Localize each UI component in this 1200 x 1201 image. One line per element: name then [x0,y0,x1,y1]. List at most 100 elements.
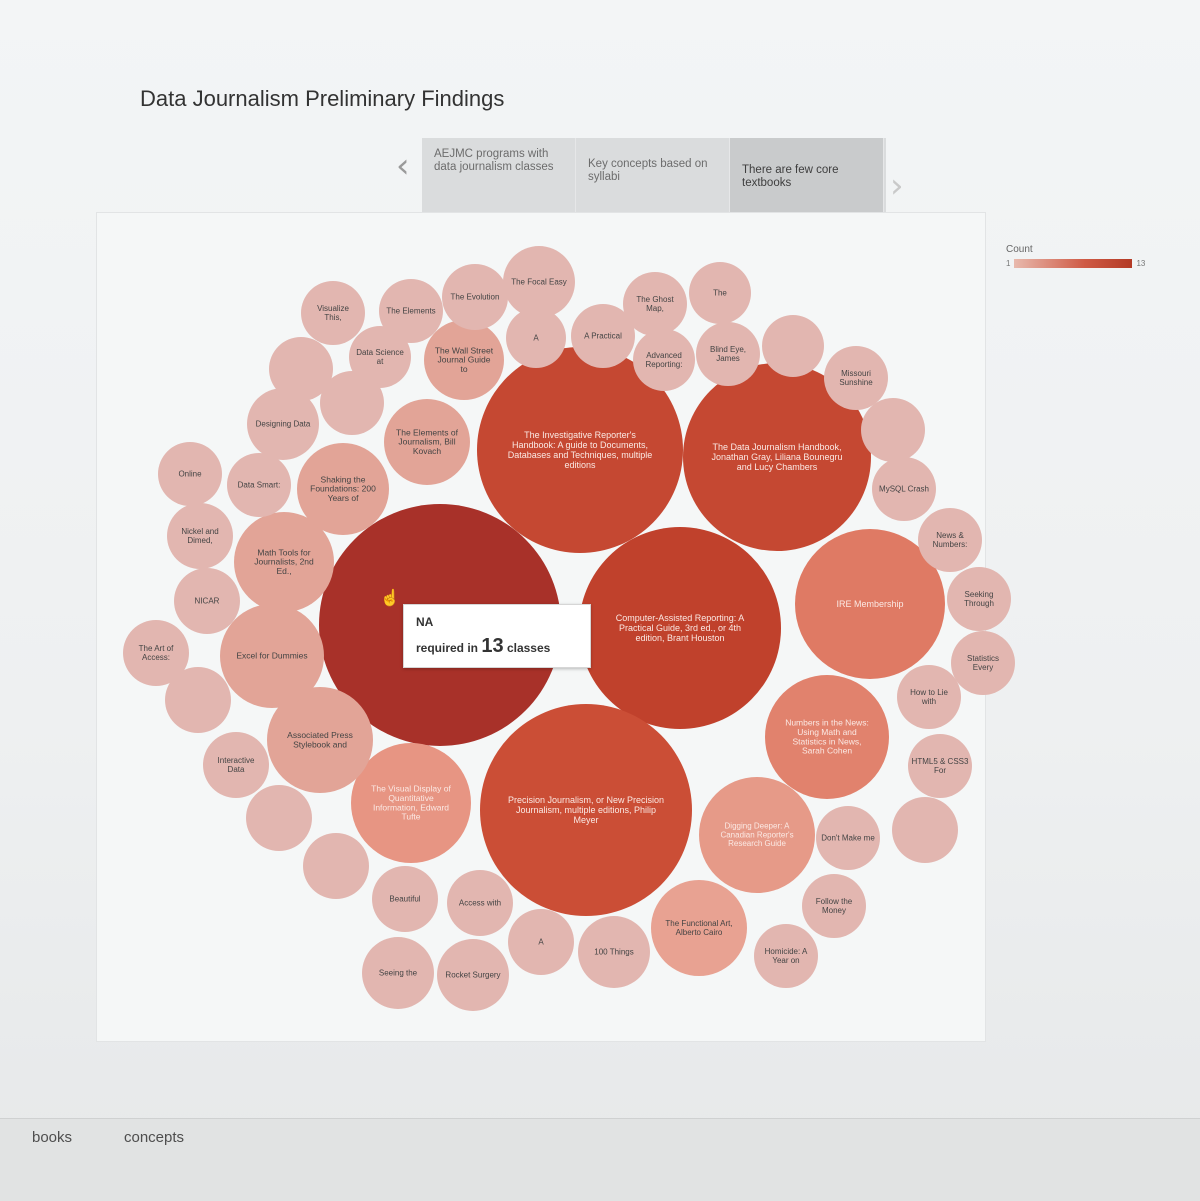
bubble-circle[interactable] [765,675,889,799]
bubble-circle[interactable] [301,281,365,345]
bubble-29[interactable]: News &Numbers: [918,508,982,572]
bubble-circle[interactable] [362,937,434,1009]
bubble-42[interactable]: Rocket Surgery [437,939,509,1011]
bubble-17[interactable]: The Evolution [442,264,508,330]
bubble-circle[interactable] [872,457,936,521]
bubble-circle[interactable] [908,734,972,798]
bubble-circle[interactable] [165,667,231,733]
bubble-circle[interactable] [437,939,509,1011]
bubble-circle[interactable] [246,785,312,851]
step-tab-textbooks[interactable]: There are few core textbooks [730,138,884,212]
bubble-28[interactable]: MySQL Crash [872,457,936,521]
bubble-circle[interactable] [897,665,961,729]
bubble-37[interactable]: 100 Things [578,916,650,988]
bubble-circle[interactable] [174,568,240,634]
bubble-circle[interactable] [754,924,818,988]
bubble-47[interactable]: Online [158,442,222,506]
bubble-circle[interactable] [951,631,1015,695]
step-tab-programs[interactable]: AEJMC programs with data journalism clas… [422,138,576,212]
bubble-circle[interactable] [303,833,369,899]
bubble-55[interactable] [762,315,824,377]
bubble-circle[interactable] [167,503,233,569]
bubble-circle[interactable] [297,443,389,535]
bubble-circle[interactable] [578,916,650,988]
bubble-circle[interactable] [816,806,880,870]
step-tab-concepts[interactable]: Key concepts based on syllabi [576,138,730,212]
bubble-circle[interactable] [503,246,575,318]
bubble-circle[interactable] [633,329,695,391]
footer-tab-concepts[interactable]: concepts [124,1129,185,1146]
bubble-circle[interactable] [579,527,781,729]
bubble-circle[interactable] [477,347,683,553]
bubble-circle[interactable] [269,337,333,401]
bubble-circle[interactable] [379,279,443,343]
bubble-57[interactable] [892,797,958,863]
bubble-circle[interactable] [351,743,471,863]
bubble-circle[interactable] [651,880,747,976]
bubble-circle[interactable] [442,264,508,330]
bubble-39[interactable]: Access with [447,870,513,936]
bubble-48[interactable]: Data Smart: [227,453,291,517]
bubble-circle[interactable] [447,870,513,936]
bubble-circle[interactable] [696,322,760,386]
bubble-circle[interactable] [795,529,945,679]
bubble-circle[interactable] [762,315,824,377]
bubble-circle[interactable] [802,874,866,938]
bubble-18[interactable]: The Elements [379,279,443,343]
bubble-circle[interactable] [623,272,687,336]
bubble-circle[interactable] [227,453,291,517]
bubble-51[interactable] [320,371,384,435]
bubble-circle[interactable] [349,326,411,388]
bubble-9[interactable]: The Functional Art,Alberto Cairo [651,880,747,976]
bubble-circle[interactable] [947,567,1011,631]
bubble-11[interactable]: Excel for Dummies [220,604,324,708]
bubble-26[interactable]: Blind Eye,James [696,322,760,386]
bubble-circle[interactable] [892,797,958,863]
bubble-22[interactable]: A Practical [571,304,635,368]
bubble-circle[interactable] [861,398,925,462]
bubble-circle[interactable] [424,320,504,400]
bubble-circle[interactable] [508,909,574,975]
bubble-circle[interactable] [683,363,871,551]
bubble-40[interactable]: Beautiful [372,866,438,932]
bubble-circle[interactable] [689,262,751,324]
bubble-45[interactable]: NICAR [174,568,240,634]
bubble-41[interactable]: Seeing the [362,937,434,1009]
bubble-circle[interactable] [699,777,815,893]
bubble-3[interactable]: The Data Journalism Handbook,Jonathan Gr… [683,363,871,551]
bubble-circle[interactable] [384,399,470,485]
bubble-circle[interactable] [123,620,189,686]
bubble-53[interactable] [246,785,312,851]
bubble-circle[interactable] [571,304,635,368]
bubble-50[interactable] [269,337,333,401]
bubble-21[interactable]: A [506,308,566,368]
prev-step-button[interactable]: ‹ [396,146,410,186]
bubble-circle[interactable] [267,687,373,793]
bubble-56[interactable] [861,398,925,462]
bubble-52[interactable] [165,667,231,733]
bubble-49[interactable]: Designing Data [247,388,319,460]
bubble-circle[interactable] [247,388,319,460]
bubble-circle[interactable] [918,508,982,572]
bubble-circle[interactable] [506,308,566,368]
